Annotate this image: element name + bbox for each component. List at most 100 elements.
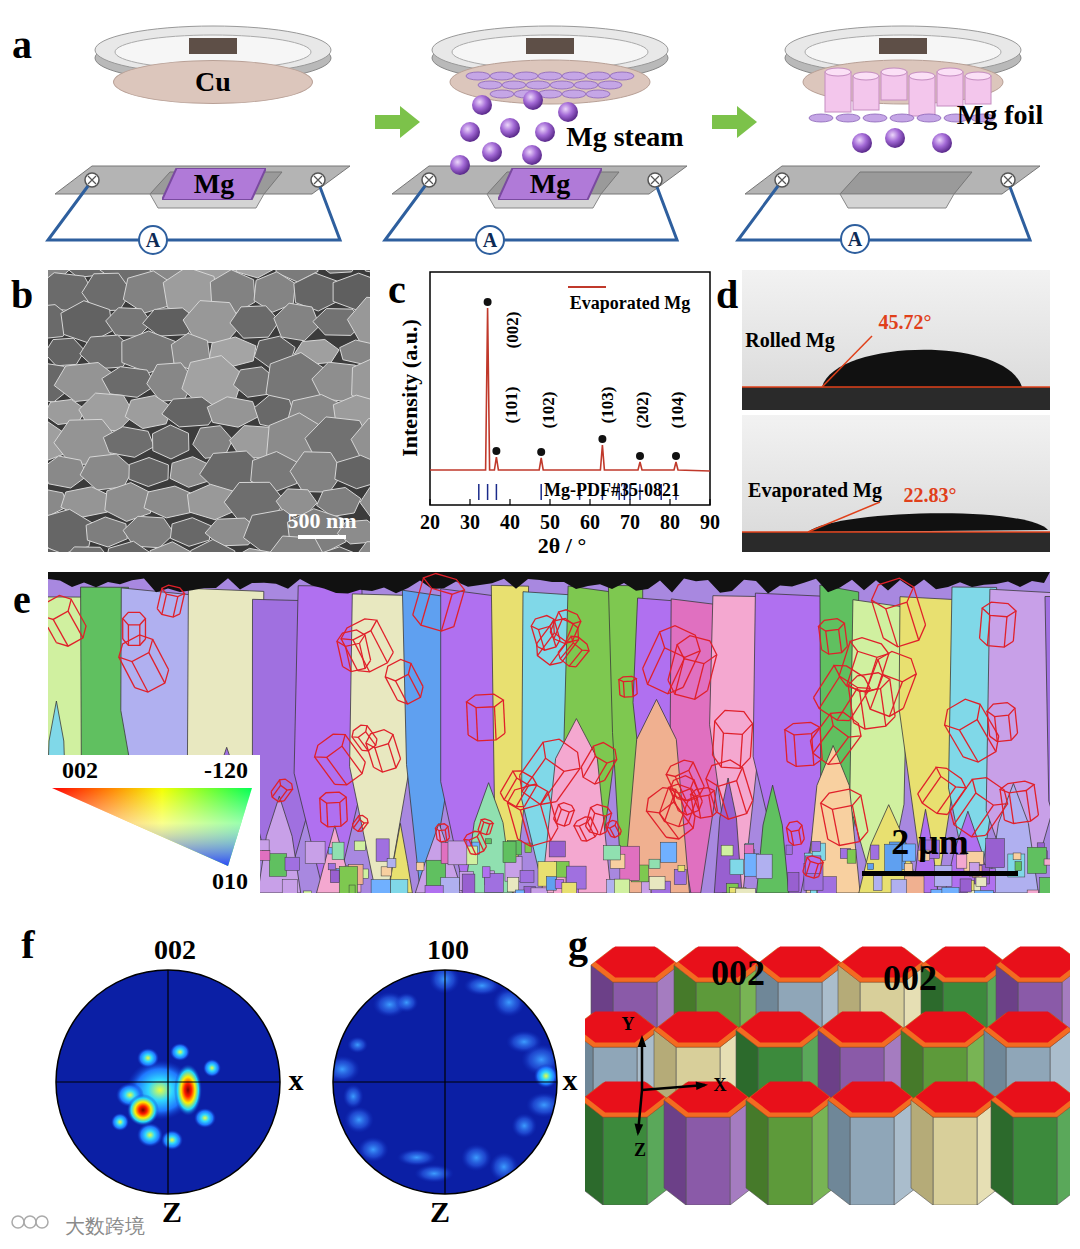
panel-letter: f — [21, 925, 34, 965]
panel-letter: b — [11, 275, 33, 315]
baseline — [742, 531, 1050, 533]
grain — [258, 796, 301, 893]
prism-top — [1000, 947, 1070, 978]
intensity-spot — [461, 1144, 491, 1171]
hexagonal-plate — [61, 547, 113, 552]
axis-tick — [549, 499, 550, 505]
small-grain — [416, 862, 424, 870]
baseline — [742, 386, 1050, 388]
cell-edge — [576, 651, 589, 667]
axis-label: x — [289, 1065, 304, 1095]
screw-cross — [1004, 176, 1012, 184]
cell-edge — [886, 609, 898, 647]
cell-edge — [284, 789, 292, 801]
cell-edge — [806, 861, 810, 875]
small-grain — [614, 879, 629, 893]
cell-edge — [569, 810, 574, 824]
scale-label: 2 μm — [891, 824, 968, 860]
prism-side — [828, 1100, 850, 1205]
ipf-triangle-shade — [52, 788, 252, 866]
cell-bottom — [123, 639, 146, 645]
cell-edge — [709, 795, 712, 816]
peak-label: (202) — [634, 392, 651, 429]
axis-label: Z — [162, 1197, 182, 1227]
intensity-spot — [194, 1108, 216, 1128]
unit-cell — [505, 781, 561, 849]
node-text: Cu — [195, 68, 231, 96]
cell-edge — [860, 692, 865, 729]
cell-edge — [569, 650, 582, 666]
deposit-flake — [836, 114, 860, 122]
axis-label: Z — [430, 1197, 450, 1227]
deposit-flake — [586, 90, 610, 98]
droplet — [808, 513, 1048, 532]
hexagonal-plate — [153, 425, 189, 459]
cell-edge — [315, 757, 335, 785]
small-grain — [391, 879, 408, 893]
panel-letter: e — [13, 580, 31, 620]
screw — [775, 173, 789, 187]
reference-bar — [487, 484, 489, 500]
cell-bottom — [789, 839, 805, 846]
small-grain — [503, 841, 516, 862]
unit-cell — [664, 757, 707, 804]
prism-top — [585, 1082, 664, 1113]
cell-edge — [721, 733, 723, 767]
axis-label: x — [563, 1065, 578, 1095]
mg-atom — [535, 122, 555, 142]
mg-atom — [885, 128, 905, 148]
unit-cell — [48, 591, 90, 650]
hexagonal-plate — [170, 518, 211, 547]
small-grain — [756, 854, 772, 878]
cell-edge — [358, 823, 364, 831]
panel-letter: d — [716, 275, 738, 315]
prism-side — [768, 1117, 812, 1205]
mg-atom — [460, 122, 480, 142]
reference-bar — [540, 484, 542, 500]
mg-column-top — [853, 72, 879, 80]
panel-letter: a — [12, 25, 32, 65]
small-grain — [891, 879, 907, 893]
cell-top — [806, 855, 824, 865]
boat-trough-bottom — [840, 194, 954, 208]
grain — [986, 589, 1050, 893]
node-text: A — [483, 230, 497, 250]
cell-bottom — [498, 793, 524, 811]
small-grain — [1015, 862, 1022, 871]
cell-bottom — [963, 736, 1004, 767]
deposit-flake — [610, 72, 634, 80]
axis-label: Y — [622, 1015, 635, 1033]
cell-bottom — [787, 759, 823, 767]
cell-edge — [162, 594, 167, 614]
cell-edge — [814, 864, 818, 878]
cell-bottom — [531, 644, 562, 670]
mg-atom — [932, 133, 952, 153]
cell-edge — [826, 631, 829, 654]
cell-edge — [1013, 611, 1016, 641]
cell-bottom — [411, 615, 454, 634]
screw — [422, 173, 436, 187]
cell-edge — [375, 748, 383, 772]
cell-edge — [540, 804, 550, 840]
small-grain — [354, 841, 365, 850]
cell-edge — [618, 680, 620, 696]
ebsd-ground — [48, 572, 1050, 893]
mg-column-top — [881, 68, 907, 76]
axis-tick — [429, 499, 430, 505]
screw — [648, 173, 662, 187]
cell-edge — [524, 785, 537, 807]
cell-edge — [157, 588, 162, 608]
small-grain — [259, 850, 270, 860]
intensity-spot — [170, 1043, 190, 1061]
cell-edge — [819, 626, 822, 649]
reference-label: Mg-PDF#35-0821 — [544, 481, 680, 499]
cell-edge — [848, 685, 853, 722]
peak-marker — [484, 298, 492, 306]
cell-edge — [128, 625, 129, 645]
cell-bottom — [665, 680, 708, 702]
deposit-flake — [538, 72, 562, 80]
axis-title: 2θ / ° — [538, 535, 586, 557]
cell-edge — [852, 805, 859, 841]
unit-cell — [351, 814, 370, 833]
cell-edge — [631, 681, 633, 697]
